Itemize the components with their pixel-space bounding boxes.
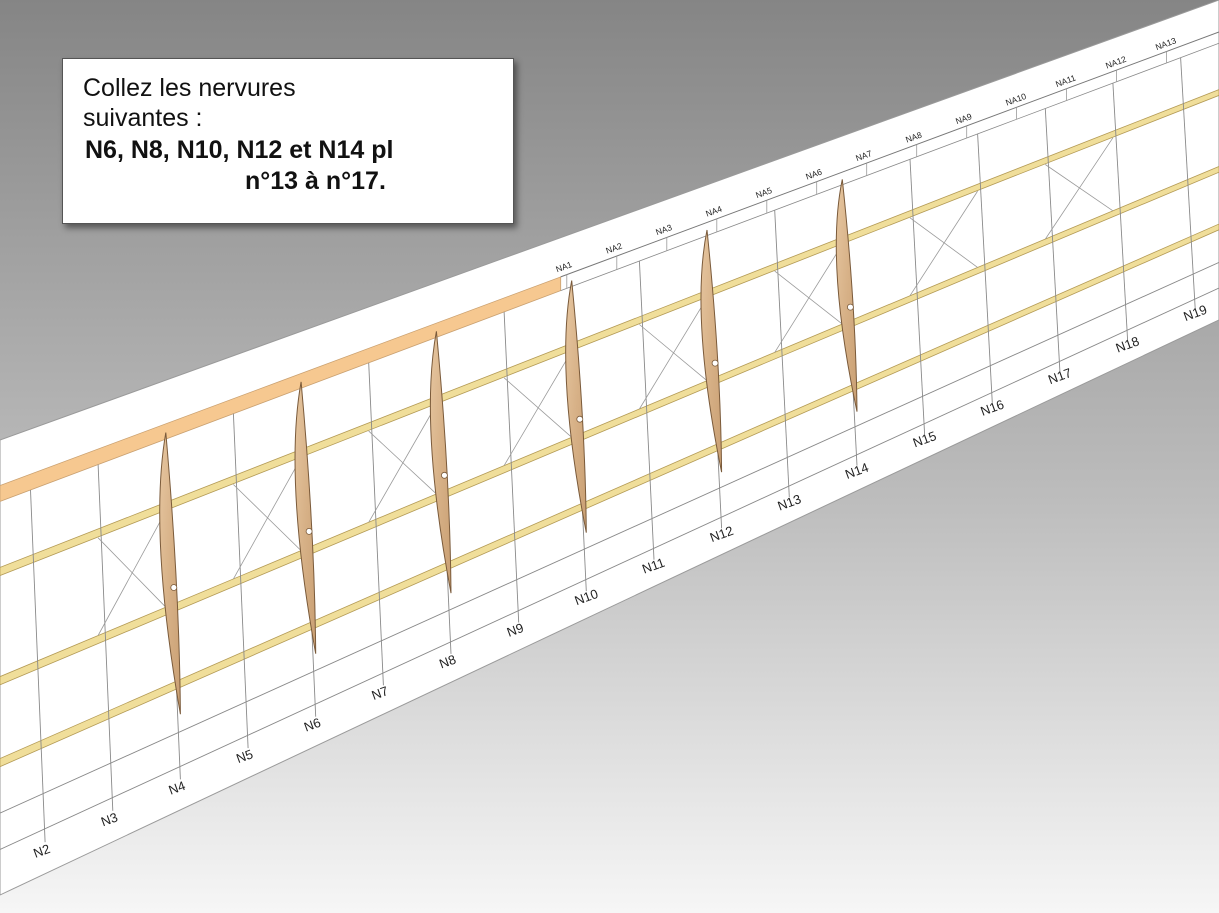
brace-b-N14	[774, 244, 843, 353]
rib-station-N19	[1180, 57, 1196, 309]
aileron-hinge-line	[560, 42, 1219, 291]
instruction-ribs-list: N6, N8, N10, N12 et N14 pl	[85, 136, 394, 164]
rib-label-N7: N7	[369, 683, 390, 703]
rib-label-N2: N2	[31, 841, 52, 861]
rib-hole-N12	[711, 359, 719, 367]
brace-N14	[774, 270, 843, 325]
balsa-rib-N10	[565, 280, 587, 533]
brace-N16	[909, 217, 978, 268]
brace-N12	[639, 324, 708, 382]
brace-b-N16	[909, 190, 978, 296]
instruction-line-1: Collez les nervures	[83, 74, 296, 102]
balsa-rib-N14	[835, 179, 858, 412]
rib-label-N3: N3	[99, 810, 120, 830]
rib-label-N8: N8	[437, 652, 458, 672]
rib-hole-N14	[847, 303, 854, 311]
balsa-rib-N12	[700, 229, 723, 473]
rib-label-N6: N6	[302, 715, 323, 735]
brace-b-N18	[1044, 137, 1114, 240]
brace-b-N8	[368, 404, 437, 523]
instruction-plan-pages: n°13 à n°17.	[245, 167, 386, 195]
rib-station-N15	[909, 159, 926, 435]
rib-station-N17	[1044, 108, 1061, 372]
rib-station-N7	[368, 362, 384, 686]
rib-hole-N8	[440, 471, 448, 479]
brace-N8	[368, 430, 437, 495]
balsa-rib-N4	[159, 432, 181, 715]
rib-label-N11: N11	[640, 555, 667, 577]
brace-b-N12	[639, 297, 708, 410]
rib-label-N5: N5	[234, 746, 255, 766]
brace-N18	[1045, 164, 1114, 212]
balsa-rib-N8	[429, 331, 452, 594]
rib-station-N2	[30, 489, 46, 843]
brace-b-N10	[503, 350, 573, 466]
brace-b-N6	[233, 457, 302, 580]
rib-label-N9: N9	[505, 620, 526, 640]
brace-N4	[97, 537, 167, 608]
spar-3	[0, 223, 1219, 768]
rib-station-N16	[977, 133, 993, 403]
balsa-rib-N6	[294, 381, 317, 654]
rib-station-N5	[232, 413, 249, 749]
rib-hole-N6	[305, 528, 313, 535]
instruction-callout: Collez les nervures suivantes : N6, N8, …	[62, 58, 514, 224]
rib-station-N13	[774, 210, 790, 498]
rib-station-N3	[97, 464, 114, 811]
rib-hole-N10	[576, 415, 584, 423]
rib-hole-N4	[170, 584, 178, 591]
trailing-edge-line	[560, 31, 1219, 278]
leading-edge-line-1	[0, 261, 1219, 814]
installed-ribs	[159, 179, 858, 715]
brace-N10	[503, 377, 572, 438]
brace-b-N4	[97, 511, 167, 636]
rib-station-N9	[503, 311, 520, 623]
instruction-line-2: suivantes :	[83, 104, 203, 132]
rib-station-N11	[638, 261, 655, 560]
leading-edge-line-2	[0, 287, 1219, 850]
rib-label-N4: N4	[167, 778, 188, 798]
rib-station-N18	[1112, 83, 1129, 341]
